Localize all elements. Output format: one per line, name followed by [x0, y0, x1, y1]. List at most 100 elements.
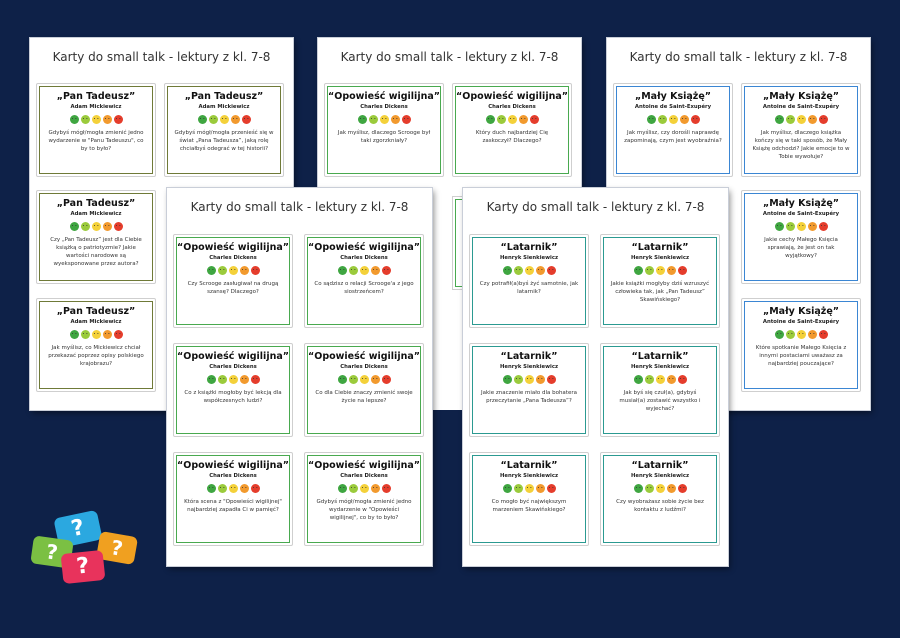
card-author: Henryk Sienkiewicz — [499, 473, 559, 479]
card-pan-tadeusz-4: „Pan Tadeusz” Adam Mickiewicz Jak myślis… — [36, 298, 156, 392]
neutral-face-icon — [524, 375, 534, 384]
mood-scale — [174, 266, 292, 275]
neutral-face-icon — [91, 330, 101, 339]
sad-face-icon — [677, 375, 687, 384]
card-pan-tadeusz-1: „Pan Tadeusz” Adam Mickiewicz Gdybyś móg… — [36, 83, 156, 177]
unhappy-face-icon — [666, 266, 676, 275]
mood-scale — [614, 115, 732, 124]
card-author: Adam Mickiewicz — [70, 319, 122, 325]
neutral-face-icon — [379, 115, 389, 124]
card-title: “Opowieść wigilijna” — [177, 351, 289, 362]
card-question: Jakie książki mogłyby dziś wzruszyć czło… — [610, 281, 710, 303]
card-author: Charles Dickens — [209, 473, 257, 479]
card-author: Charles Dickens — [340, 255, 388, 261]
card-author: Henryk Sienkiewicz — [499, 364, 559, 370]
card-opowiesc-1: “Opowieść wigilijna” Charles Dickens Czy… — [173, 234, 293, 328]
unhappy-face-icon — [679, 115, 689, 124]
card-title: „Pan Tadeusz” — [56, 198, 136, 209]
smile-face-icon — [644, 375, 654, 384]
card-title: “Opowieść wigilijna” — [177, 242, 289, 253]
card-author: Adam Mickiewicz — [70, 211, 122, 217]
happy-face-icon — [502, 375, 512, 384]
neutral-face-icon — [796, 222, 806, 231]
card-title: “Opowieść wigilijna” — [308, 351, 420, 362]
smile-face-icon — [644, 266, 654, 275]
card-author: Antoine de Saint-Exupéry — [762, 319, 840, 325]
mood-scale — [470, 266, 588, 275]
card-author: Henryk Sienkiewicz — [630, 473, 690, 479]
unhappy-face-icon — [102, 222, 112, 231]
smile-face-icon — [80, 330, 90, 339]
happy-face-icon — [502, 266, 512, 275]
card-maly-ksiaze-2: „Mały Książę” Antoine de Saint-Exupéry J… — [741, 83, 861, 177]
card-author: Charles Dickens — [209, 364, 257, 370]
neutral-face-icon — [507, 115, 517, 124]
card-author: Adam Mickiewicz — [198, 104, 250, 110]
smile-face-icon — [217, 484, 227, 493]
card-pan-tadeusz-3: „Pan Tadeusz” Adam Mickiewicz Czy „Pan T… — [36, 190, 156, 284]
happy-face-icon — [774, 222, 784, 231]
sad-face-icon — [381, 484, 391, 493]
card-question: Czy potrafił(a)byś żyć samotnie, jak lat… — [479, 281, 579, 295]
mood-scale — [742, 330, 860, 339]
happy-face-icon — [206, 266, 216, 275]
unhappy-face-icon — [370, 484, 380, 493]
card-author: Charles Dickens — [340, 473, 388, 479]
card-opowiesc-back-1: “Opowieść wigilijna” Charles Dickens Jak… — [324, 83, 444, 177]
card-title: “Opowieść wigilijna” — [328, 91, 440, 102]
card-pan-tadeusz-2: „Pan Tadeusz” Adam Mickiewicz Gdybyś móg… — [164, 83, 284, 177]
card-latarnik-6: “Latarnik” Henryk Sienkiewicz Czy wyobra… — [600, 452, 720, 546]
happy-face-icon — [633, 375, 643, 384]
neutral-face-icon — [91, 222, 101, 231]
happy-face-icon — [337, 266, 347, 275]
neutral-face-icon — [228, 484, 238, 493]
card-maly-ksiaze-4: „Mały Książę” Antoine de Saint-Exupéry K… — [741, 298, 861, 392]
sad-face-icon — [113, 330, 123, 339]
unhappy-face-icon — [102, 330, 112, 339]
happy-face-icon — [357, 115, 367, 124]
card-title: “Latarnik” — [631, 351, 689, 362]
card-opowiesc-4: “Opowieść wigilijna” Charles Dickens Co … — [304, 343, 424, 437]
unhappy-face-icon — [230, 115, 240, 124]
card-question: Który duch najbardziej Cię zaskoczył? Dl… — [475, 130, 549, 144]
smile-face-icon — [513, 266, 523, 275]
mood-scale — [37, 222, 155, 231]
card-opowiesc-3: “Opowieść wigilijna” Charles Dickens Co … — [173, 343, 293, 437]
mood-scale — [470, 484, 588, 493]
card-title: „Mały Książę” — [762, 198, 840, 209]
unhappy-face-icon — [535, 484, 545, 493]
smile-face-icon — [496, 115, 506, 124]
card-author: Antoine de Saint-Exupéry — [762, 211, 840, 217]
sad-face-icon — [529, 115, 539, 124]
unhappy-face-icon — [535, 375, 545, 384]
card-question: Gdybyś mógł/mogła przenieść się w świat … — [174, 130, 274, 152]
card-title: „Mały Książę” — [762, 91, 840, 102]
smile-face-icon — [217, 266, 227, 275]
neutral-face-icon — [91, 115, 101, 124]
mood-scale — [37, 115, 155, 124]
card-author: Charles Dickens — [340, 364, 388, 370]
smile-face-icon — [657, 115, 667, 124]
mood-scale — [174, 484, 292, 493]
happy-face-icon — [337, 375, 347, 384]
smile-face-icon — [348, 484, 358, 493]
card-title: “Latarnik” — [631, 242, 689, 253]
smile-face-icon — [785, 115, 795, 124]
unhappy-face-icon — [518, 115, 528, 124]
sad-face-icon — [381, 266, 391, 275]
happy-face-icon — [69, 115, 79, 124]
smile-face-icon — [80, 222, 90, 231]
neutral-face-icon — [359, 266, 369, 275]
card-question: Jak myślisz, co Mickiewicz chciał przeka… — [48, 345, 144, 367]
smile-face-icon — [785, 330, 795, 339]
card-title: “Latarnik” — [500, 351, 558, 362]
sad-face-icon — [818, 222, 828, 231]
happy-face-icon — [633, 484, 643, 493]
worksheet-opowiesc-front: Karty do small talk - lektury z kl. 7-8 … — [167, 188, 432, 566]
speech-bubble-icon: ? — [60, 549, 106, 585]
card-title: “Opowieść wigilijna” — [308, 242, 420, 253]
happy-face-icon — [197, 115, 207, 124]
card-title: „Pan Tadeusz” — [184, 91, 264, 102]
unhappy-face-icon — [370, 266, 380, 275]
smile-face-icon — [513, 375, 523, 384]
